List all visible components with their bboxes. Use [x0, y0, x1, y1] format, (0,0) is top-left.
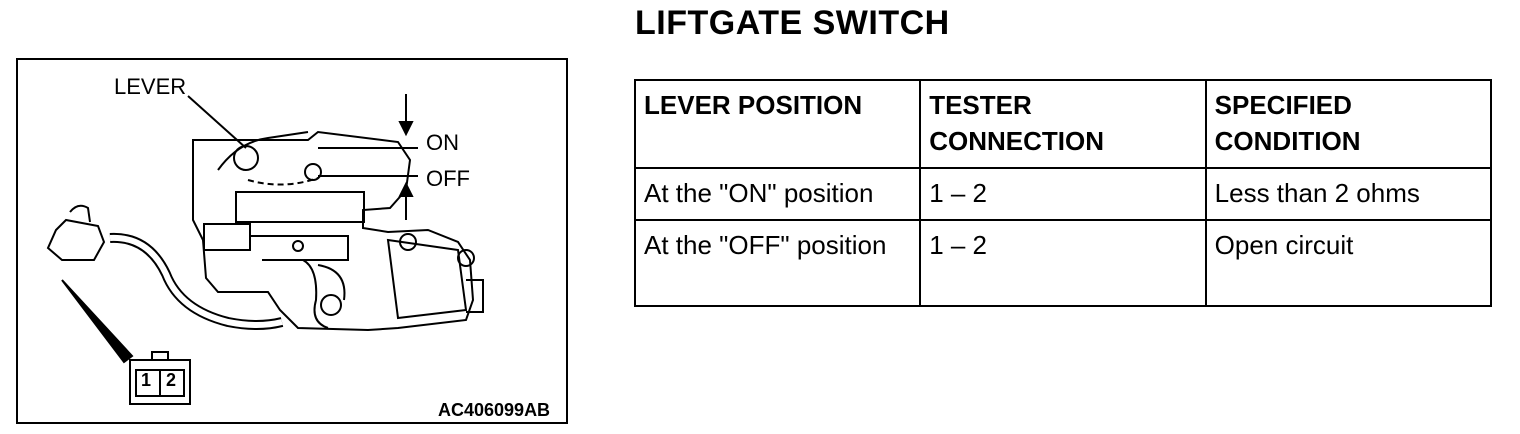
actuator-screw-1 — [399, 233, 417, 251]
on-arrow-head — [398, 121, 414, 137]
header-specified-condition: SPECIFIED CONDITION — [1204, 79, 1493, 169]
pivot-circle — [304, 163, 322, 181]
cell-tester-connection: 1 – 2 — [919, 219, 1207, 307]
header-tester-connection: TESTER CONNECTION — [919, 79, 1207, 169]
latch-hook — [302, 259, 329, 329]
cell-tester-connection: 1 – 2 — [919, 167, 1207, 221]
liftgate-switch-figure: LEVER ON OFF 1 2 AC406099AB — [16, 58, 568, 424]
rivet — [292, 240, 304, 252]
switch-block — [203, 223, 251, 251]
claw-pivot — [320, 294, 342, 316]
connector-pin-1: 1 — [141, 370, 152, 390]
table-row: At the "OFF" position 1 – 2 Open circuit — [633, 219, 1493, 307]
cell-lever-position: At the "ON" position — [633, 167, 922, 221]
lever-pivot — [233, 145, 259, 171]
header-lever-position: LEVER POSITION — [633, 79, 922, 169]
table-row: At the "ON" position 1 – 2 Less than 2 o… — [633, 167, 1493, 221]
specification-table: LEVER POSITION TESTER CONNECTION SPECIFI… — [633, 79, 1493, 307]
latch-illustration — [46, 94, 484, 405]
on-label: ON — [426, 130, 459, 155]
latch-upper-curve — [217, 131, 309, 171]
off-label: OFF — [426, 166, 470, 191]
connector-key — [151, 351, 169, 361]
latch-claw — [317, 264, 346, 301]
actuator-connector — [466, 279, 484, 313]
lever-travel-arc — [247, 177, 319, 186]
figure-code: AC406099AB — [438, 400, 551, 420]
cell-specified-condition: Less than 2 ohms — [1204, 167, 1493, 221]
cell-lever-position: At the "OFF" position — [633, 219, 922, 307]
page-title: LIFTGATE SWITCH — [635, 4, 950, 42]
lever-label: LEVER — [114, 74, 187, 99]
cell-specified-condition: Open circuit — [1204, 219, 1493, 307]
actuator-screw-2 — [457, 249, 475, 267]
actuator-housing — [386, 238, 468, 320]
switch-plate — [250, 235, 349, 261]
wire-harness-inner — [109, 234, 283, 328]
harness-connector — [46, 218, 106, 261]
connector-pointer — [61, 279, 134, 364]
harness-clip — [69, 204, 91, 223]
table-header-row: LEVER POSITION TESTER CONNECTION SPECIFI… — [633, 79, 1493, 169]
latch-body-outline — [192, 130, 475, 332]
off-arrow-head — [398, 181, 414, 197]
switch-housing — [235, 191, 365, 223]
connector-pin-2: 2 — [166, 370, 177, 390]
